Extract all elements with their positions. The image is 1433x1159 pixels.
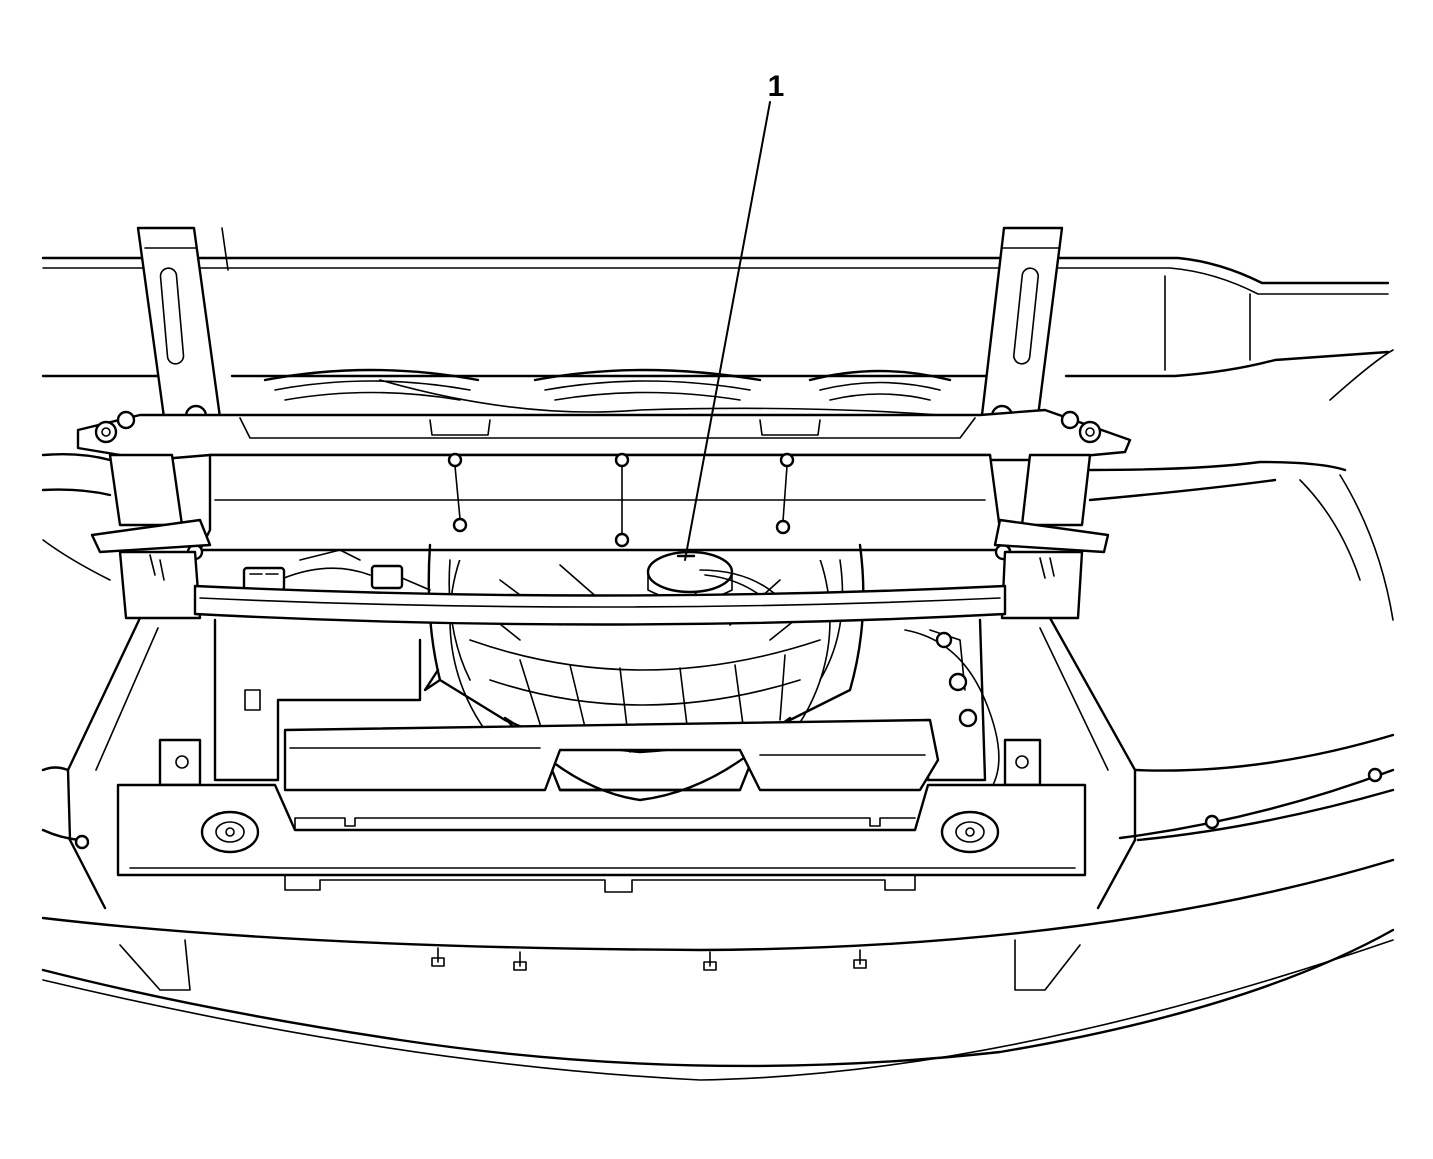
left-side-mount	[90, 453, 212, 620]
right-mount-bolt	[940, 810, 1000, 854]
left-mount-bolt	[200, 810, 260, 854]
frame-rail	[41, 256, 1394, 621]
radiator-support-beam	[76, 408, 1132, 561]
lower-tie-bar	[116, 783, 1087, 893]
lower-crossbar	[193, 584, 1007, 626]
upper-fan-shrouds	[263, 368, 952, 416]
right-side-mount	[993, 453, 1110, 620]
callout-1: 1	[684, 70, 785, 561]
wire-harness	[242, 549, 431, 592]
bumper-fascia	[41, 733, 1395, 1081]
callout-label-1: 1	[768, 70, 785, 103]
